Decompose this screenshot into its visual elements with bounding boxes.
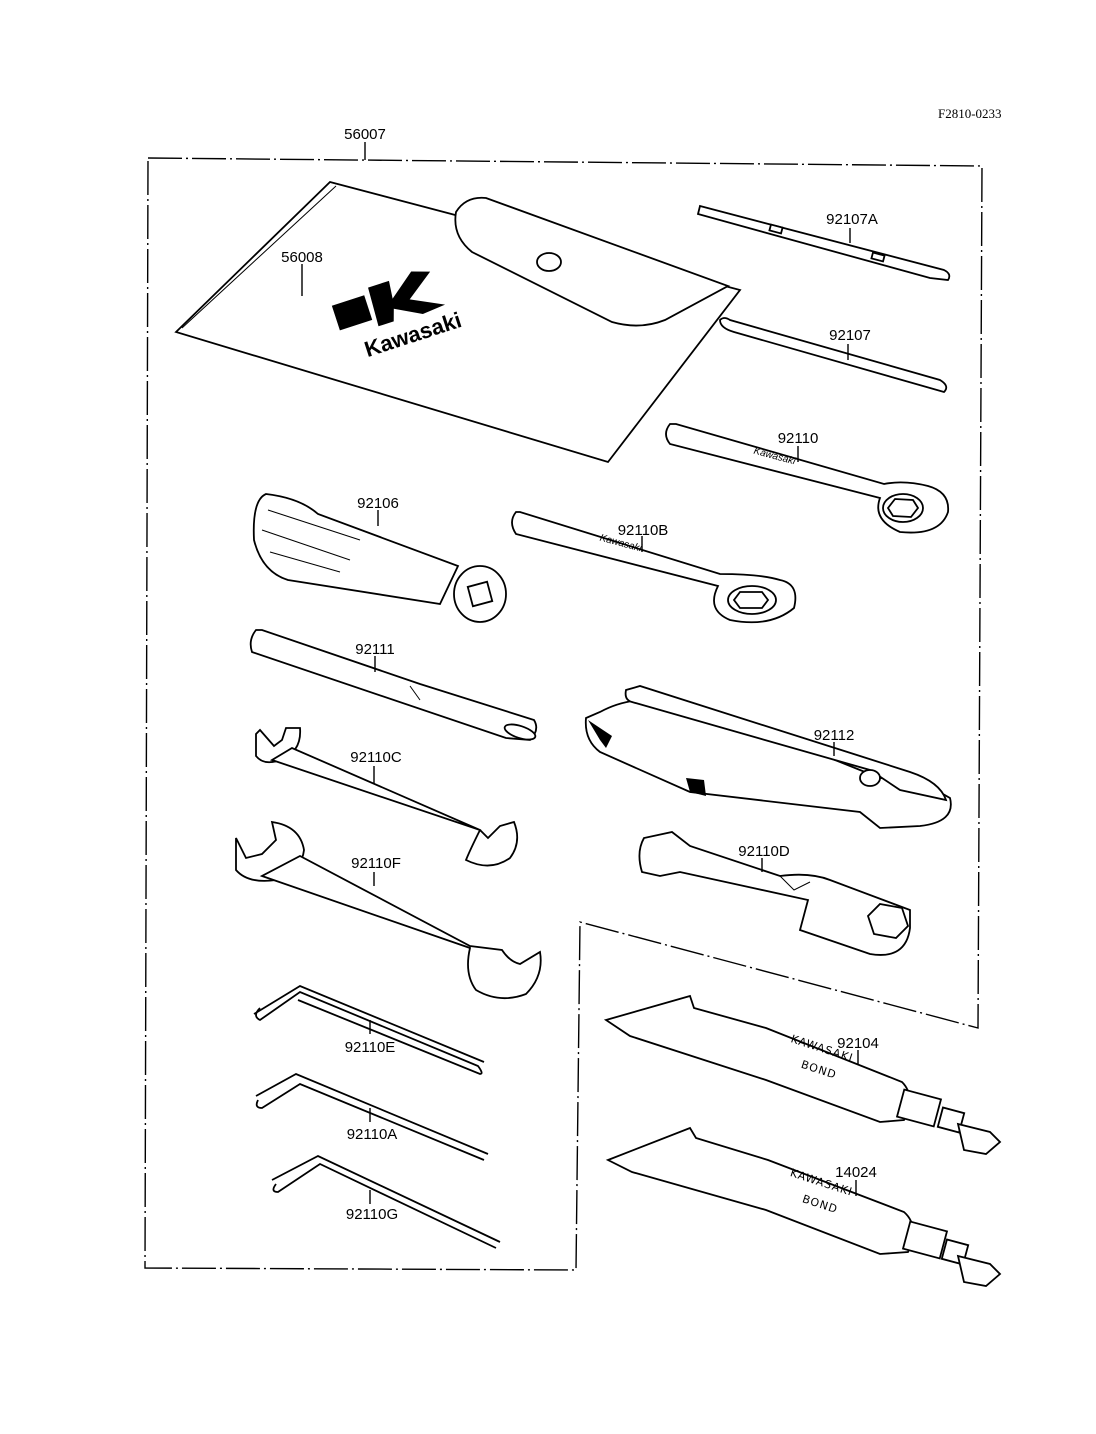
screwdriver-flat-blade: 92107A	[696, 204, 951, 281]
box-wrench-92110B: Kawasaki 92110B	[511, 511, 797, 624]
driver-handle: 92106	[252, 493, 507, 623]
hex-key-a: 92110A	[255, 1073, 489, 1161]
label-pouch: 56008	[281, 249, 323, 266]
label-open-wrench-large: 92110F	[351, 855, 401, 872]
open-end-wrench-large: 92110F	[235, 820, 542, 1000]
box-wrench-92110: Kawasaki 92110	[665, 423, 950, 534]
label-bond-tube-b: 14024	[835, 1164, 877, 1181]
label-toolkit: 56007	[344, 126, 386, 143]
kit-outline: 56007	[144, 126, 983, 1271]
label-hex-key-g: 92110G	[346, 1206, 398, 1223]
label-bond-tube-a: 92104	[837, 1035, 879, 1052]
label-box-wrench-a: 92110	[778, 430, 819, 447]
label-spark-plug-wrench: 92110D	[738, 843, 790, 860]
label-pliers: 92112	[814, 727, 855, 744]
label-box-wrench-b: 92110B	[618, 522, 669, 539]
pliers: 92112	[584, 685, 952, 829]
label-hex-key-a: 92110A	[347, 1126, 398, 1143]
hex-key-g: 92110G	[271, 1154, 501, 1249]
label-hex-key-e: 92110E	[345, 1039, 396, 1056]
label-open-wrench-small: 92110C	[350, 749, 402, 766]
bond-tube-92104: KAWASAKI BOND 92104	[603, 994, 1002, 1155]
label-handle: 92106	[357, 495, 399, 512]
bond-tube-14024: KAWASAKI BOND 14024	[605, 1126, 1002, 1287]
extension-bar: 92111	[249, 629, 538, 741]
spark-plug-wrench: 92110D	[638, 831, 911, 956]
label-screwdriver-phillips: 92107	[829, 327, 871, 344]
label-extension-bar: 92111	[355, 641, 395, 658]
screwdriver-phillips: 92107	[719, 317, 948, 394]
hex-key-e: 92110E	[253, 984, 485, 1075]
figure-code: F2810-0233	[938, 106, 1002, 121]
label-screwdriver-flat: 92107A	[826, 211, 878, 228]
open-end-wrench-small: 92110C	[255, 727, 519, 867]
tool-pouch: 56008 Kawasaki	[174, 180, 742, 464]
